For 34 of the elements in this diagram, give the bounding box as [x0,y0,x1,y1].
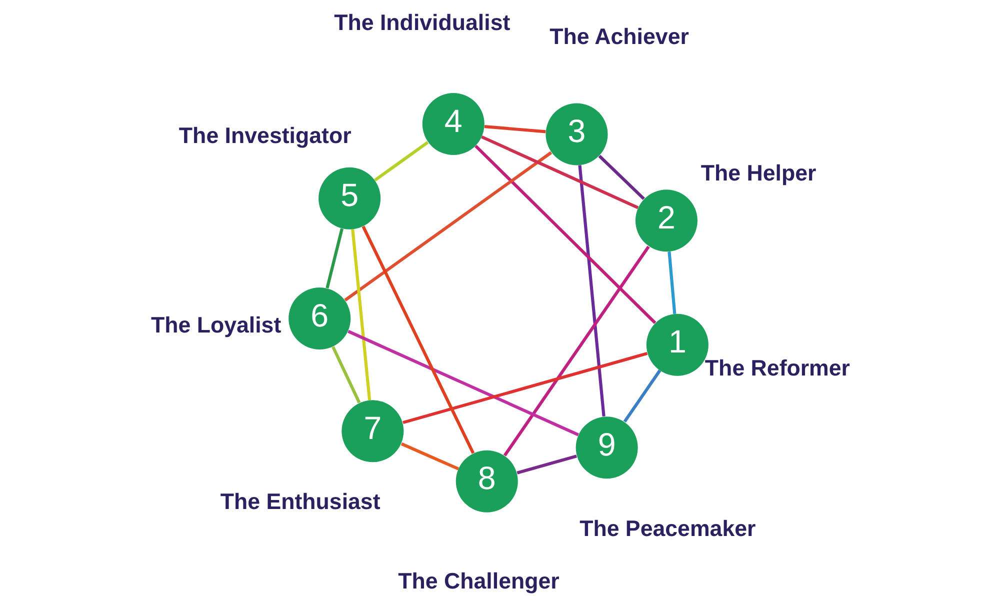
node-label: The Helper [700,160,816,186]
node-circle: 6 [288,287,350,350]
node-label: The Loyalist [150,312,281,338]
connector [578,165,605,417]
connector [516,454,576,474]
connector [667,252,676,314]
node-circle: 3 [545,103,608,166]
connector [350,229,371,400]
node-circle: 7 [341,400,404,462]
connector [484,125,546,134]
connector [502,246,650,456]
node-circle: 8 [455,450,518,512]
connector [361,226,474,454]
node-label: The Peacemaker [579,516,756,541]
connector [374,141,428,182]
node-label: The Enthusiast [220,488,380,514]
connector [344,151,552,302]
connector [622,370,661,423]
connector [325,228,343,289]
node-circle: 2 [634,190,697,252]
connector [400,442,459,470]
node-label: The Investigator [178,123,351,148]
connector [480,135,638,210]
connector [474,144,656,324]
connector [331,346,360,404]
node-label: The Achiever [549,24,688,50]
node-label: The Challenger [398,568,559,594]
node-circle: 5 [318,167,380,230]
node-circle: 9 [575,416,638,479]
connector [347,330,578,436]
node-circle: 4 [422,93,484,156]
connector [598,154,644,200]
connector [402,352,648,424]
node-label: The Individualist [334,10,510,35]
